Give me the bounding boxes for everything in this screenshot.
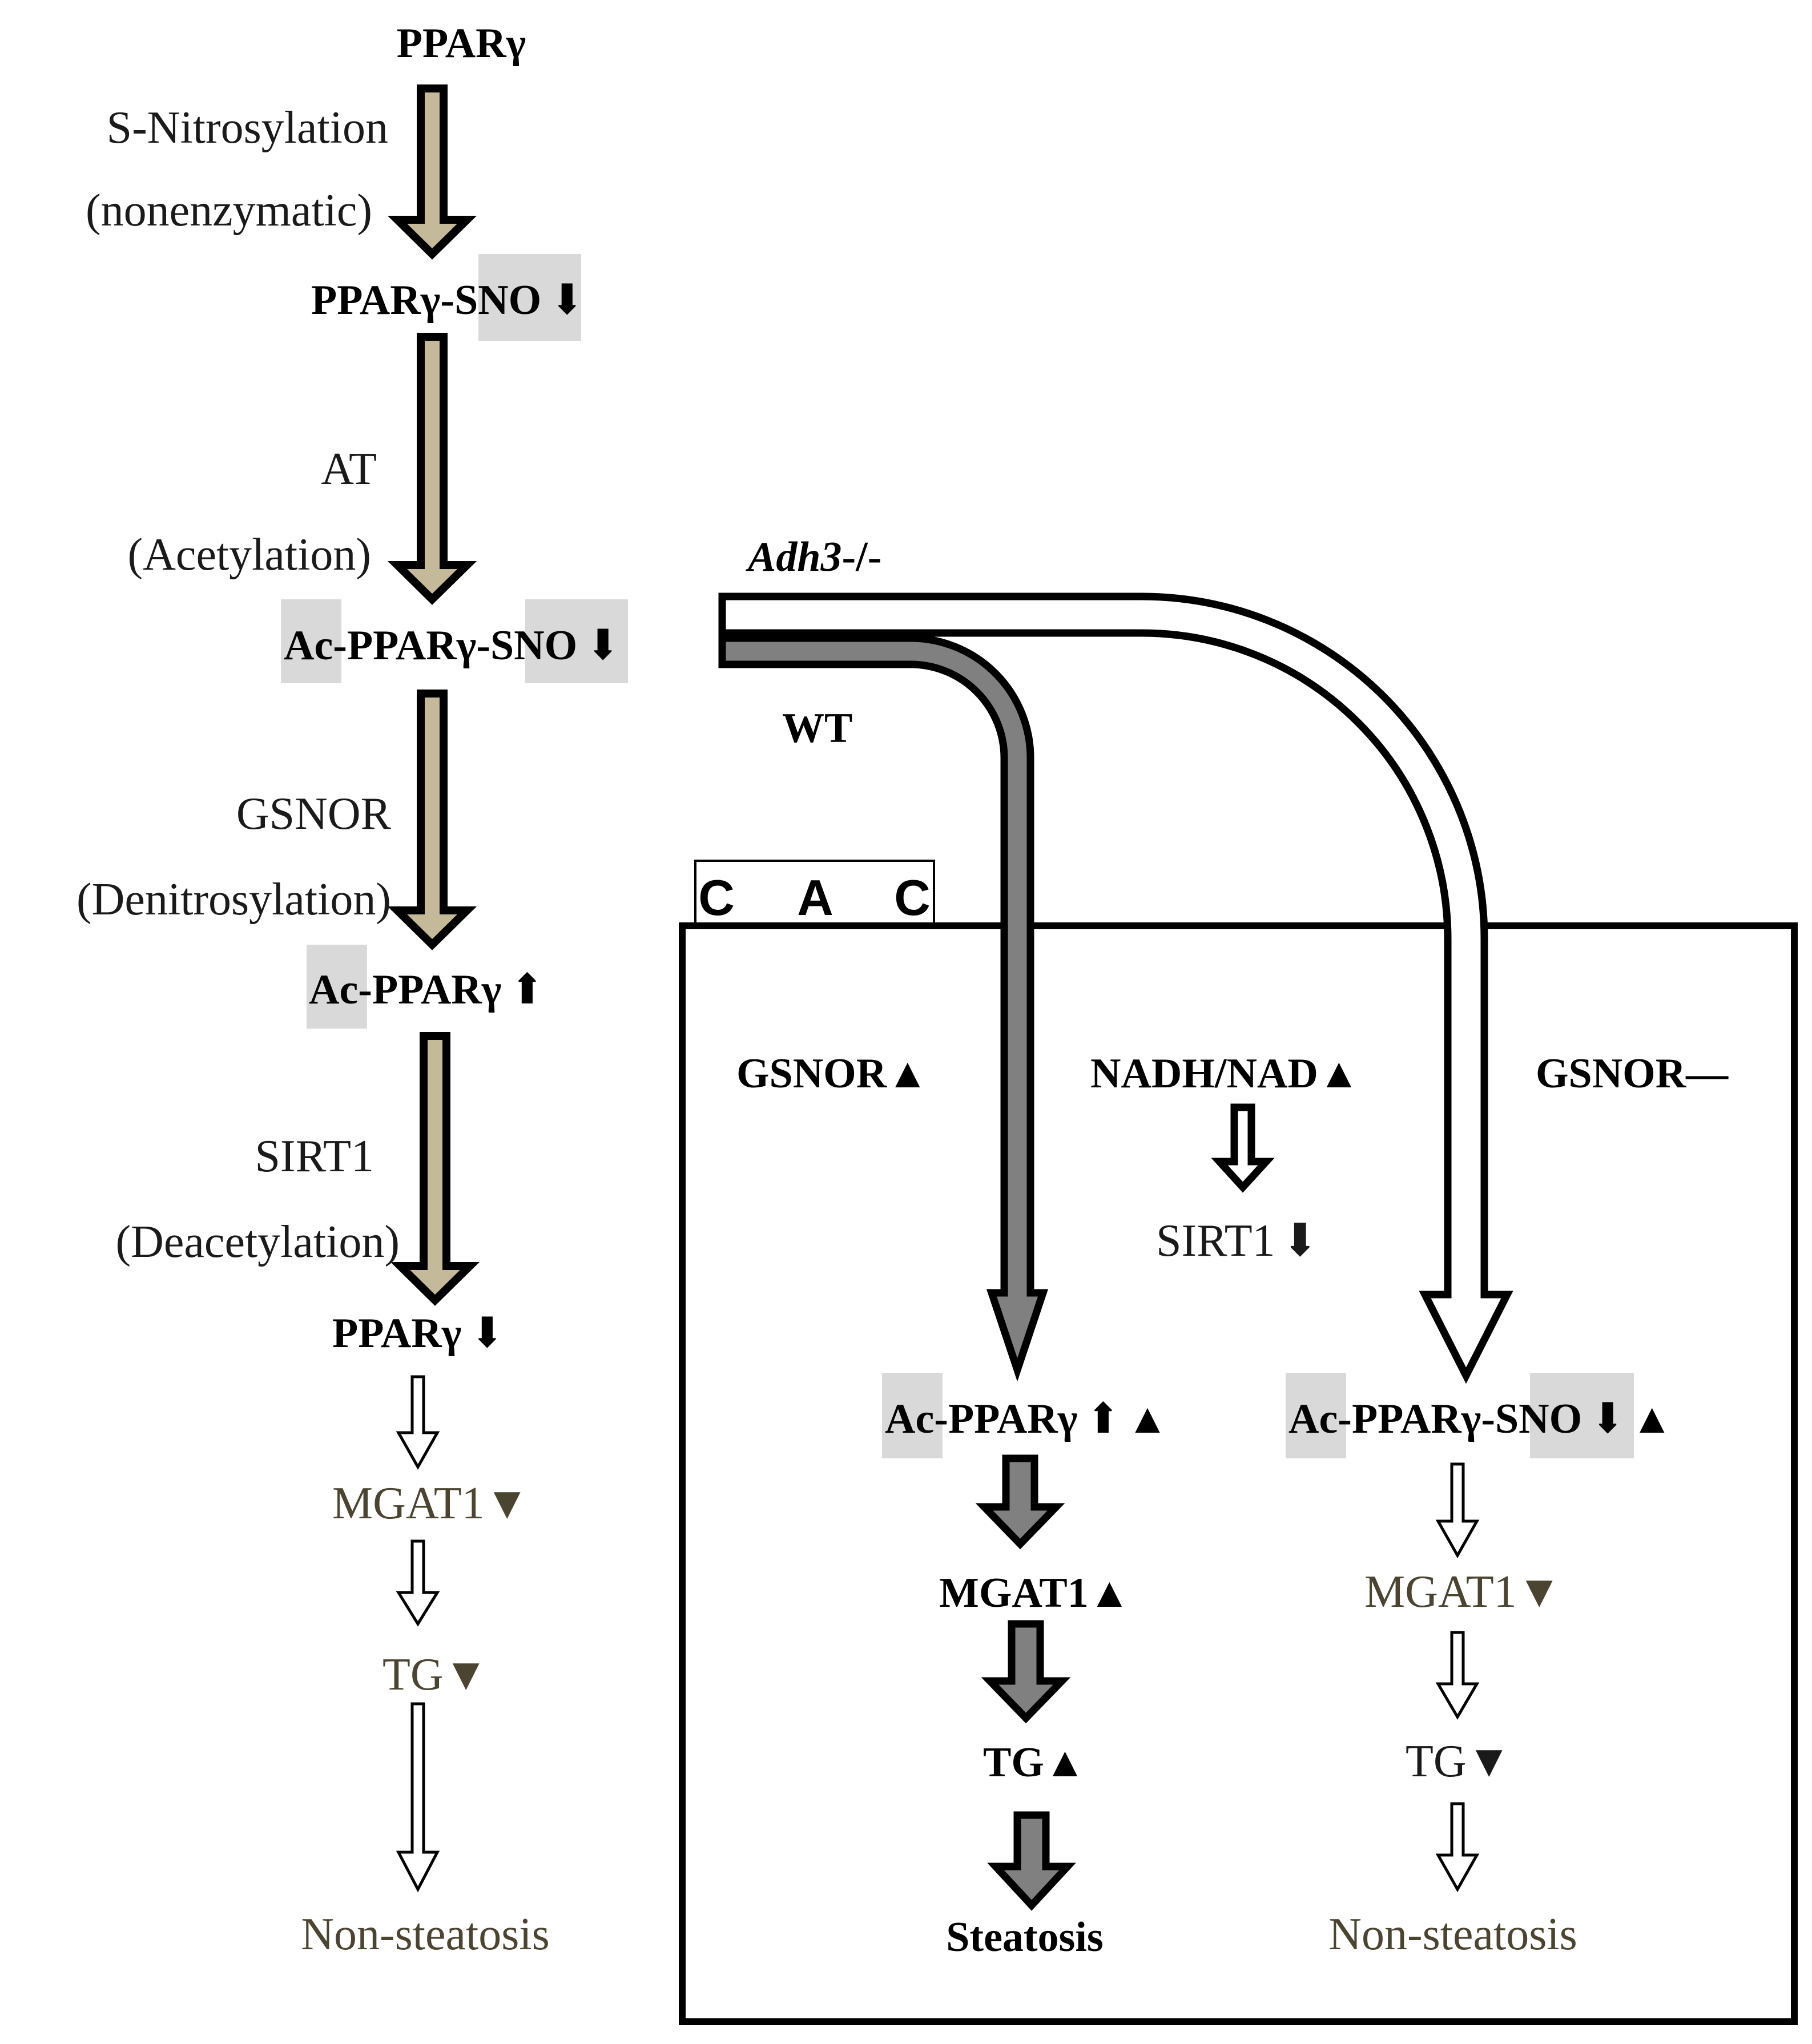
steatosis-label: Steatosis — [946, 1914, 1103, 1961]
nonenzymatic-label: (nonenzymatic) — [86, 186, 372, 236]
non-steatosis-left: Non-steatosis — [301, 1909, 550, 1960]
wt-arrow-3 — [987, 1811, 1076, 1911]
wt-pparg: -PPARγ — [934, 1396, 1077, 1442]
cac-letter-3: C — [894, 869, 931, 926]
sirt1-label: SIRT1 — [255, 1131, 374, 1182]
adh3-ko-label: Adh3-/- — [746, 534, 881, 580]
down-arrow-5: ⬇ — [1590, 1396, 1625, 1442]
ko-triangle: ▲ — [1631, 1396, 1673, 1442]
adh3-suffix: -/- — [842, 534, 882, 580]
denitrosylation-label: (Denitrosylation) — [76, 874, 391, 925]
wt-label: WT — [782, 705, 852, 752]
wt-ac: Ac — [885, 1396, 934, 1442]
thin-arrow-1 — [396, 1375, 440, 1470]
wt-arrow-1 — [975, 1454, 1065, 1550]
tg-left: TG▼ — [382, 1650, 489, 1700]
ko-thin-arrow-2 — [1435, 1631, 1480, 1720]
cac-letter-2: A — [797, 869, 833, 926]
tg-ko: TG▼ — [1406, 1736, 1512, 1787]
ko-thin-arrow-1 — [1435, 1462, 1480, 1559]
ac-prefix-1: Ac — [284, 622, 333, 669]
mgat1-left: MGAT1▼ — [332, 1478, 530, 1529]
ac-pparg-mid: -PPARγ- — [333, 622, 490, 669]
sno-highlight — [478, 254, 581, 341]
ac-prefix-2: Ac — [309, 966, 358, 1013]
down-arrow-4: ⬇ — [1281, 1216, 1319, 1266]
ac-pparg-label: Ac-PPARγ⬆ — [309, 966, 545, 1013]
ko-ac-pparg-sno-label: Ac-PPARγ-SNO⬇▲ — [1288, 1396, 1673, 1442]
wt-ac-pparg-label: Ac-PPARγ⬆▲ — [885, 1396, 1169, 1442]
deacetylation-label: (Deacetylation) — [116, 1217, 400, 1267]
pparg-end-label: PPARγ⬇ — [332, 1310, 505, 1357]
sno-highlight-2 — [525, 599, 628, 683]
wt-arrow-2 — [981, 1620, 1071, 1724]
ko-pparg: -PPARγ- — [1338, 1396, 1495, 1442]
gsnor-none-label: GSNOR— — [1536, 1050, 1729, 1097]
non-steatosis-ko: Non-steatosis — [1328, 1909, 1577, 1960]
sno-suffix-2: SNO — [490, 622, 577, 669]
ac-highlight-1 — [281, 599, 341, 683]
sirt1-down-label: SIRT1⬇ — [1156, 1216, 1319, 1266]
pparg-sno-label: PPARγ-SNO⬇ — [311, 277, 585, 324]
ko-sno: SNO — [1495, 1396, 1582, 1442]
ac-highlight-wt — [882, 1373, 943, 1458]
adh3-ko-curved-arrow — [718, 592, 1513, 1384]
thin-arrow-3 — [396, 1702, 440, 1893]
mgat1-ko: MGAT1▼ — [1364, 1567, 1562, 1617]
nadh-to-sirt1-arrow — [1211, 1103, 1275, 1193]
wt-curved-arrow — [718, 634, 1049, 1382]
cac-main-box — [679, 922, 1798, 2025]
sirt1-down-text: SIRT1 — [1156, 1216, 1275, 1266]
down-arrow-2: ⬇ — [585, 622, 621, 669]
pparg-end: PPARγ — [332, 1310, 461, 1357]
ko-ac: Ac — [1288, 1396, 1338, 1442]
cac-letter-1: C — [698, 869, 735, 926]
adh3-gene: Adh3 — [746, 534, 842, 580]
pparg-sno-suffix: SNO — [454, 277, 541, 324]
acetylation-label: (Acetylation) — [128, 530, 371, 580]
nadh-nad-label: NADH/NAD▲ — [1090, 1050, 1360, 1097]
down-arrow-3: ⬇ — [469, 1310, 505, 1357]
ac-pparg-sno-label: Ac-PPARγ-SNO⬇ — [284, 622, 621, 669]
gsnor-label: GSNOR — [236, 789, 392, 839]
thin-arrow-2 — [396, 1539, 440, 1627]
down-arrow-1: ⬇ — [549, 277, 585, 324]
wt-triangle: ▲ — [1126, 1396, 1168, 1442]
mgat1-wt: MGAT1▲ — [939, 1570, 1130, 1616]
cac-label-box — [694, 860, 935, 927]
pparg-sno-prefix: PPARγ- — [311, 277, 454, 324]
ac-highlight-ko — [1286, 1373, 1346, 1458]
sno-highlight-ko — [1530, 1373, 1634, 1458]
snitrosylation-arrow — [387, 84, 477, 260]
at-label: AT — [321, 444, 377, 494]
snitrosylation-label: S-Nitrosylation — [107, 103, 388, 153]
gsnor-up-label: GSNOR▲ — [736, 1050, 928, 1097]
ac-highlight-2 — [307, 945, 367, 1029]
acetylation-arrow — [387, 333, 477, 605]
pparg-top-label: PPARγ — [397, 20, 526, 67]
deacetylation-arrow — [390, 1032, 480, 1306]
ac-pparg-mid-2: -PPARγ — [358, 966, 501, 1013]
up-arrow-2: ⬆ — [1085, 1396, 1121, 1442]
up-arrow-1: ⬆ — [509, 966, 545, 1013]
ko-thin-arrow-3 — [1435, 1802, 1480, 1893]
denitrosylation-arrow — [387, 690, 477, 950]
tg-wt: TG▲ — [983, 1739, 1086, 1786]
